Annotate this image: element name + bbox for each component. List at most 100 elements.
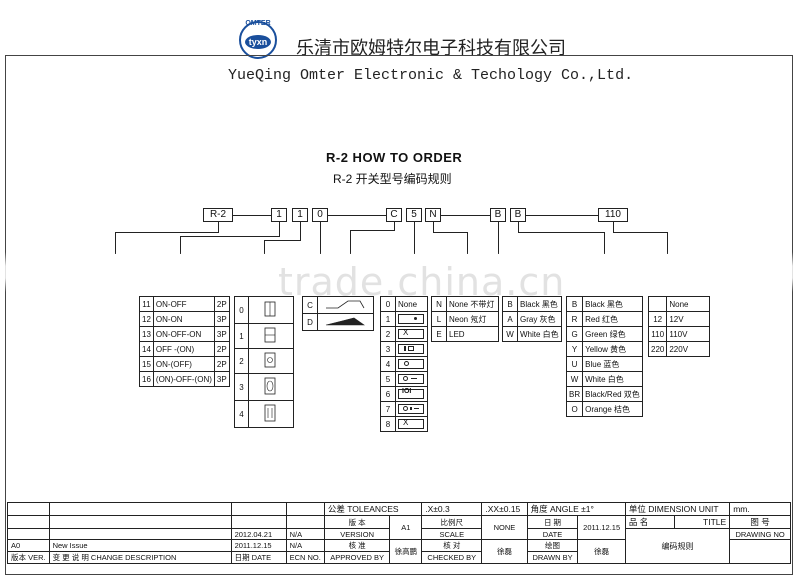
tolerance-xx: .XX±0.15 [481,502,528,516]
leader-line [498,222,499,254]
actuator-table: C D [302,296,374,331]
marking-circle-icon [398,359,424,369]
order-title-cn: R-2 开关型号编码规则 [333,172,452,186]
version-value: A1 [389,515,423,540]
terminal-drawing-icon [264,301,276,317]
connector-line [328,215,386,216]
code-box-voltage: 110 [598,208,628,222]
table-row: 4 [380,356,428,372]
terminal-drawing-icon [264,327,276,343]
table-row: D [302,313,374,331]
leader-line [613,232,667,233]
table-row: 1 [380,311,428,327]
approved-value: 徐高鹏 [389,539,423,564]
checked-value: 徐磊 [481,539,528,564]
marking-circle-dash-icon [398,374,424,384]
marking-bars-icon [398,344,424,354]
leader-line [433,222,434,232]
leader-line [667,232,668,254]
table-row: 3 [234,373,294,401]
leader-line [604,232,605,254]
marking-dot-icon [398,314,424,324]
logo-text: OMTER [245,20,270,27]
code-box-marking: 5 [406,208,422,222]
title-block-row: 版 本 A1 比例尺 NONE 日 期 2011.12.15 品 名 TITLE… [7,515,791,540]
leader-line [414,222,415,254]
leader-line [180,236,280,237]
connector-line [233,215,271,216]
table-row: 7 [380,401,428,417]
code-box-function-2: 1 [292,208,308,222]
company-name-cn: 乐清市欧姆特尔电子科技有限公司 [296,38,566,59]
leader-line [467,232,468,254]
leader-line [300,222,301,240]
scale-value: NONE [481,515,528,540]
drawn-value: 徐磊 [577,539,626,564]
date-value: 2011.12.15 [577,515,626,540]
code-box-housing-color: B [490,208,506,222]
tolerances-label: 公差 TOLEANCES [323,502,423,516]
logo-inner-text: tyxn [249,37,268,47]
terminal-drawing-icon [264,377,276,395]
company-name-en: YueQing Omter Electronic & Techology Co.… [228,67,634,84]
angle-tolerance: 角度 ANGLE ±1° [526,502,626,516]
actuator-c-drawing-icon [326,300,365,309]
title-block-row: 2012.04.21 N/A VERSION SCALE DATE 编码规则 D… [7,528,791,564]
connector-line [441,215,490,216]
leader-line [518,222,519,232]
leader-line [613,222,614,232]
leader-line [180,236,181,254]
terminal-drawing-icon [264,404,276,422]
table-row: 5 [380,371,428,387]
marking-x-icon: X [398,418,424,429]
code-box-button-color: B [510,208,526,222]
tolerance-x: .X±0.3 [421,502,483,516]
table-row: 16(ON)-OFF-(ON)3P [139,371,230,387]
leader-line [218,222,219,232]
leader-line [433,232,467,233]
dimension-unit-label: 单位 DIMENSION UNIT [624,502,731,516]
marking-x-icon: X [398,328,424,339]
connector-line [526,215,598,216]
company-logo: tyxn OMTER [239,20,277,59]
watermark: trade.china.cn [278,260,566,304]
actuator-d-drawing-icon [325,317,365,326]
code-box-lamp: N [425,208,441,222]
table-row: C [302,296,374,314]
leader-line [279,222,280,236]
dimension-unit-value: mm. [729,502,791,516]
title-block-row: 版本 VER. 变 更 说 明 CHANGE DESCRIPTION 日期 DA… [7,551,791,564]
leader-line [518,232,604,233]
code-box-actuator: C [386,208,402,222]
title-block-row: 公差 TOLEANCES .X±0.3 .XX±0.15 角度 ANGLE ±1… [7,502,791,516]
code-box-terminal: 0 [312,208,328,222]
leader-line [115,232,116,254]
drawing-name: 编码规则 [624,528,731,564]
leader-line [350,230,395,231]
leader-line [115,232,219,233]
table-row: 3 [380,341,428,357]
order-title-en: R-2 HOW TO ORDER [326,150,463,165]
marking-io-icon: IOI [398,388,424,399]
